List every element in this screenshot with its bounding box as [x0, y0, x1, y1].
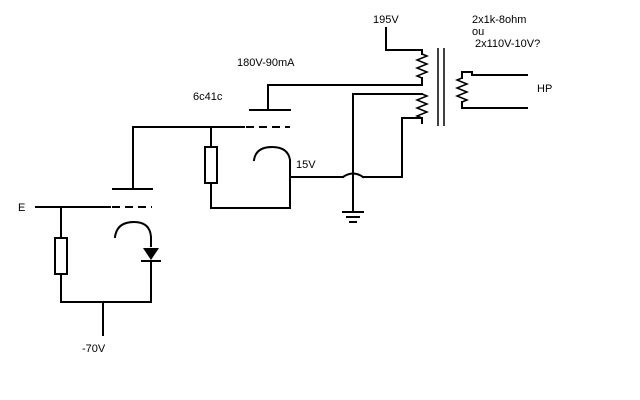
secondary-winding — [454, 71, 470, 109]
output-grid-resistor — [204, 146, 218, 184]
transformer-label-line1: 2x1k-8ohm — [472, 14, 526, 26]
primary-winding-upper — [414, 49, 430, 86]
transformer-label-line2: ou — [472, 26, 484, 38]
grid-leak-resistor — [54, 237, 68, 275]
cathode-voltage-label: 15V — [296, 159, 316, 171]
supply-wire — [385, 27, 423, 51]
output-grid-resistor-wire — [210, 126, 291, 209]
input-tube-cathode — [113, 220, 153, 247]
transformer-core — [437, 48, 445, 126]
input-label: E — [18, 202, 25, 214]
input-grid-leak-wire — [60, 206, 151, 303]
primary-winding-lower — [352, 93, 430, 124]
input-plate — [112, 126, 153, 190]
anode-label: 180V-90mA — [237, 57, 295, 69]
zener-diode — [141, 248, 161, 303]
supply-voltage-label: 195V — [373, 14, 399, 26]
speaker-label: HP — [537, 83, 552, 95]
output-plate — [249, 84, 421, 111]
bias-supply-label: -70V — [82, 343, 106, 355]
tube-label: 6c41c — [193, 91, 223, 103]
output-tube-cathode — [252, 145, 292, 209]
speaker-wires — [461, 71, 528, 109]
transformer-label-line3: 2x110V-10V? — [475, 38, 540, 50]
ground-icon — [342, 211, 364, 223]
